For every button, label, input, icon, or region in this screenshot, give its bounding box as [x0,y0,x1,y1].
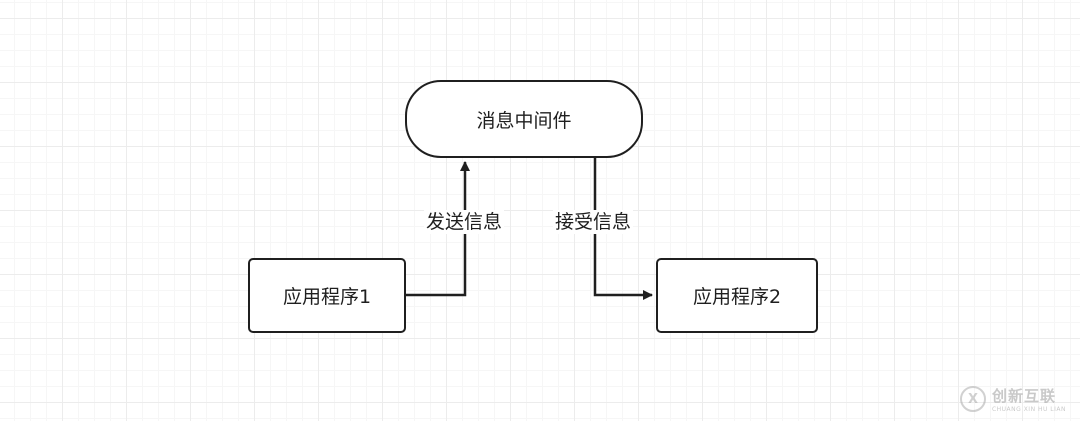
watermark-logo-icon: X [959,386,986,412]
edge-send [406,161,470,297]
message-middleware-node[interactable]: 消息中间件 [405,80,643,158]
watermark-text: 创新互联 [991,387,1056,405]
send-message-label: 发送信息 [424,210,505,234]
watermark: X 创新互联 CHUANG XIN HU LIAN [959,385,1066,413]
application-2-label: 应用程序2 [692,286,782,308]
application-1-node[interactable]: 应用程序1 [248,258,406,333]
application-1-label: 应用程序1 [282,286,372,308]
watermark-subtext: CHUANG XIN HU LIAN [991,406,1066,413]
application-2-node[interactable]: 应用程序2 [656,258,818,333]
receive-message-label: 接受信息 [553,210,634,234]
edge-receive [593,158,653,300]
message-middleware-label: 消息中间件 [476,109,572,132]
